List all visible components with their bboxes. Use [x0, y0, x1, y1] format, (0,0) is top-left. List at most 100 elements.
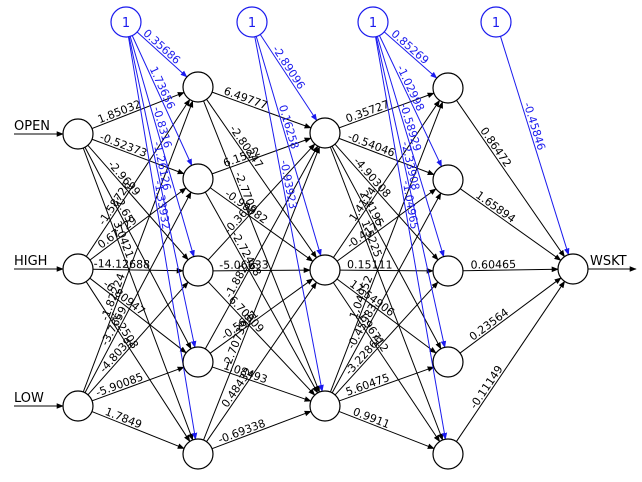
- weight-label-h32-out: 0.60465: [470, 258, 516, 272]
- weight-label-in2-h14: 1.7849: [103, 405, 144, 431]
- bias-edge-b0-h10: [136, 31, 188, 78]
- bias-edge-b3-out: [499, 36, 570, 256]
- bias-edge-b2-h33: [375, 36, 447, 349]
- neuron-node-h11: [182, 163, 214, 195]
- weight-edge-h21-h34: [332, 282, 441, 443]
- weight-edge-h33-out: [459, 277, 562, 354]
- weight-edge-h13-h21: [209, 278, 314, 354]
- neuron-node-h32: [432, 255, 464, 287]
- weight-label-in0-h10: 1.85032: [96, 98, 143, 127]
- neuron-node-h31: [432, 164, 464, 196]
- weight-edge-h34-out: [455, 280, 566, 442]
- weight-edge-h13-h20: [204, 145, 319, 350]
- neuron-node-h10: [182, 71, 214, 103]
- bias-node-label: 1: [248, 16, 256, 31]
- input-label-high: HIGH: [14, 254, 47, 269]
- input-label-low: LOW: [14, 391, 44, 406]
- weight-edge-h12-h21: [212, 267, 311, 273]
- weight-edge-in0-h10: [91, 92, 185, 129]
- weight-edge-in1-h11: [89, 187, 187, 261]
- bias-node-b3: [480, 6, 512, 38]
- neuron-node-h21: [309, 254, 341, 286]
- weight-label-in0-h11: -0.52373: [98, 130, 149, 160]
- bias-node-label: 1: [122, 16, 130, 31]
- bias-weight-label-b1-h20: -2.89096: [270, 43, 308, 91]
- weight-edge-h20-h30: [338, 92, 435, 129]
- neuron-node-h12: [182, 255, 214, 287]
- output-label: WSKT: [590, 254, 627, 269]
- weight-label-h31-out: 1.65894: [473, 189, 518, 226]
- neuron-node-in1: [62, 253, 94, 285]
- weight-edge-h14-h22: [211, 410, 312, 450]
- bias-weight-label-b2-h30: 0.85269: [389, 27, 432, 67]
- weight-label-h12-h21: -5.06633: [219, 258, 269, 271]
- weight-edge-in2-h14: [91, 411, 185, 449]
- weight-edge-h11-h21: [209, 187, 314, 262]
- bias-edge-b0-h11: [131, 35, 193, 167]
- weight-edge-in1-h13: [89, 277, 187, 354]
- bias-edge-b2-h31: [378, 35, 443, 168]
- weight-label-h21-h32: 0.15111: [347, 258, 393, 271]
- weight-edge-h10-h20: [211, 91, 312, 129]
- weight-label-h33-out: 0.23564: [467, 306, 511, 344]
- neuron-node-h13: [182, 346, 214, 378]
- weight-label-in1-h12: -14.12688: [94, 257, 151, 271]
- weight-edge-in2-h13: [91, 366, 185, 402]
- weight-edge-h12-h20: [207, 143, 316, 261]
- input-label-open: OPEN: [14, 119, 50, 134]
- weight-label-h22-h34: 0.9911: [351, 405, 392, 431]
- weight-edge-h21-h32: [339, 268, 434, 274]
- neuron-node-out: [557, 253, 589, 285]
- weight-edge-in1-h12: [92, 267, 184, 274]
- bias-node-b0: [110, 6, 142, 38]
- neuron-node-h34: [432, 438, 464, 470]
- weight-edge-in2-h10: [82, 100, 194, 393]
- weight-label-h30-out: 0.86472: [477, 125, 514, 170]
- neuron-node-h22: [309, 390, 341, 422]
- neuron-node-in2: [62, 390, 94, 422]
- bias-node-label: 1: [369, 16, 377, 31]
- bias-weight-label-b0-h10: 0.35686: [140, 27, 182, 67]
- neuron-node-h33: [432, 346, 464, 378]
- weight-edge-in2-h12: [87, 281, 189, 396]
- weight-edge-h14-h20: [203, 146, 320, 441]
- bias-edge-b0-h12: [129, 36, 195, 258]
- bias-edge-b1-h21: [255, 36, 322, 257]
- weight-edge-in0-h12: [87, 144, 189, 261]
- weight-label-in2-h13: -5.90085: [94, 370, 145, 399]
- weight-edge-h22-h31: [331, 192, 442, 394]
- weight-edge-in0-h13: [84, 147, 192, 350]
- weight-edge-h14-h21: [206, 281, 317, 442]
- weight-edge-in1-h10: [85, 98, 191, 257]
- nodes-layer: 1 1 1 1: [62, 6, 589, 470]
- bias-node-b1: [236, 6, 268, 38]
- bias-weight-label-b3-out: -0.45846: [521, 101, 548, 152]
- bias-edge-b2-h34: [375, 36, 448, 440]
- weight-edge-h22-h33: [338, 366, 435, 402]
- weight-label-h20-h30: 0.35727: [344, 98, 391, 126]
- bias-node-b2: [357, 6, 389, 38]
- weight-edge-h22-h30: [329, 101, 444, 393]
- weight-label-h34-out: -0.11149: [467, 363, 505, 411]
- bias-weight-label-b0-h11: 1.73656: [147, 64, 178, 111]
- weight-edge-h10-h21: [206, 99, 317, 259]
- weight-edge-h12-h22: [207, 281, 316, 396]
- weight-edge-h11-h20: [211, 137, 312, 175]
- weight-edge-in2-h11: [84, 191, 192, 393]
- weight-edge-in0-h14: [82, 147, 194, 441]
- bias-edge-b2-h32: [376, 36, 445, 258]
- neuron-node-h14: [182, 438, 214, 470]
- bias-weight-label-b1-h21: 0.16258: [276, 103, 301, 150]
- weight-edge-h21-h31: [336, 188, 437, 262]
- weight-edge-h21-h30: [332, 99, 441, 258]
- bias-node-label: 1: [492, 16, 500, 31]
- bias-edge-b0-h13: [128, 36, 197, 349]
- weight-edge-h22-h32: [334, 281, 439, 396]
- weight-label-h14-h22: -0.69338: [216, 417, 267, 447]
- weight-edge-h32-out: [462, 266, 559, 273]
- weight-label-h10-h20: 6.49777: [222, 85, 269, 113]
- bias-edge-b2-h30: [383, 31, 438, 79]
- weight-edge-h20-h31: [338, 137, 435, 176]
- io-labels-layer: OPEN HIGH LOW WSKT: [14, 119, 627, 406]
